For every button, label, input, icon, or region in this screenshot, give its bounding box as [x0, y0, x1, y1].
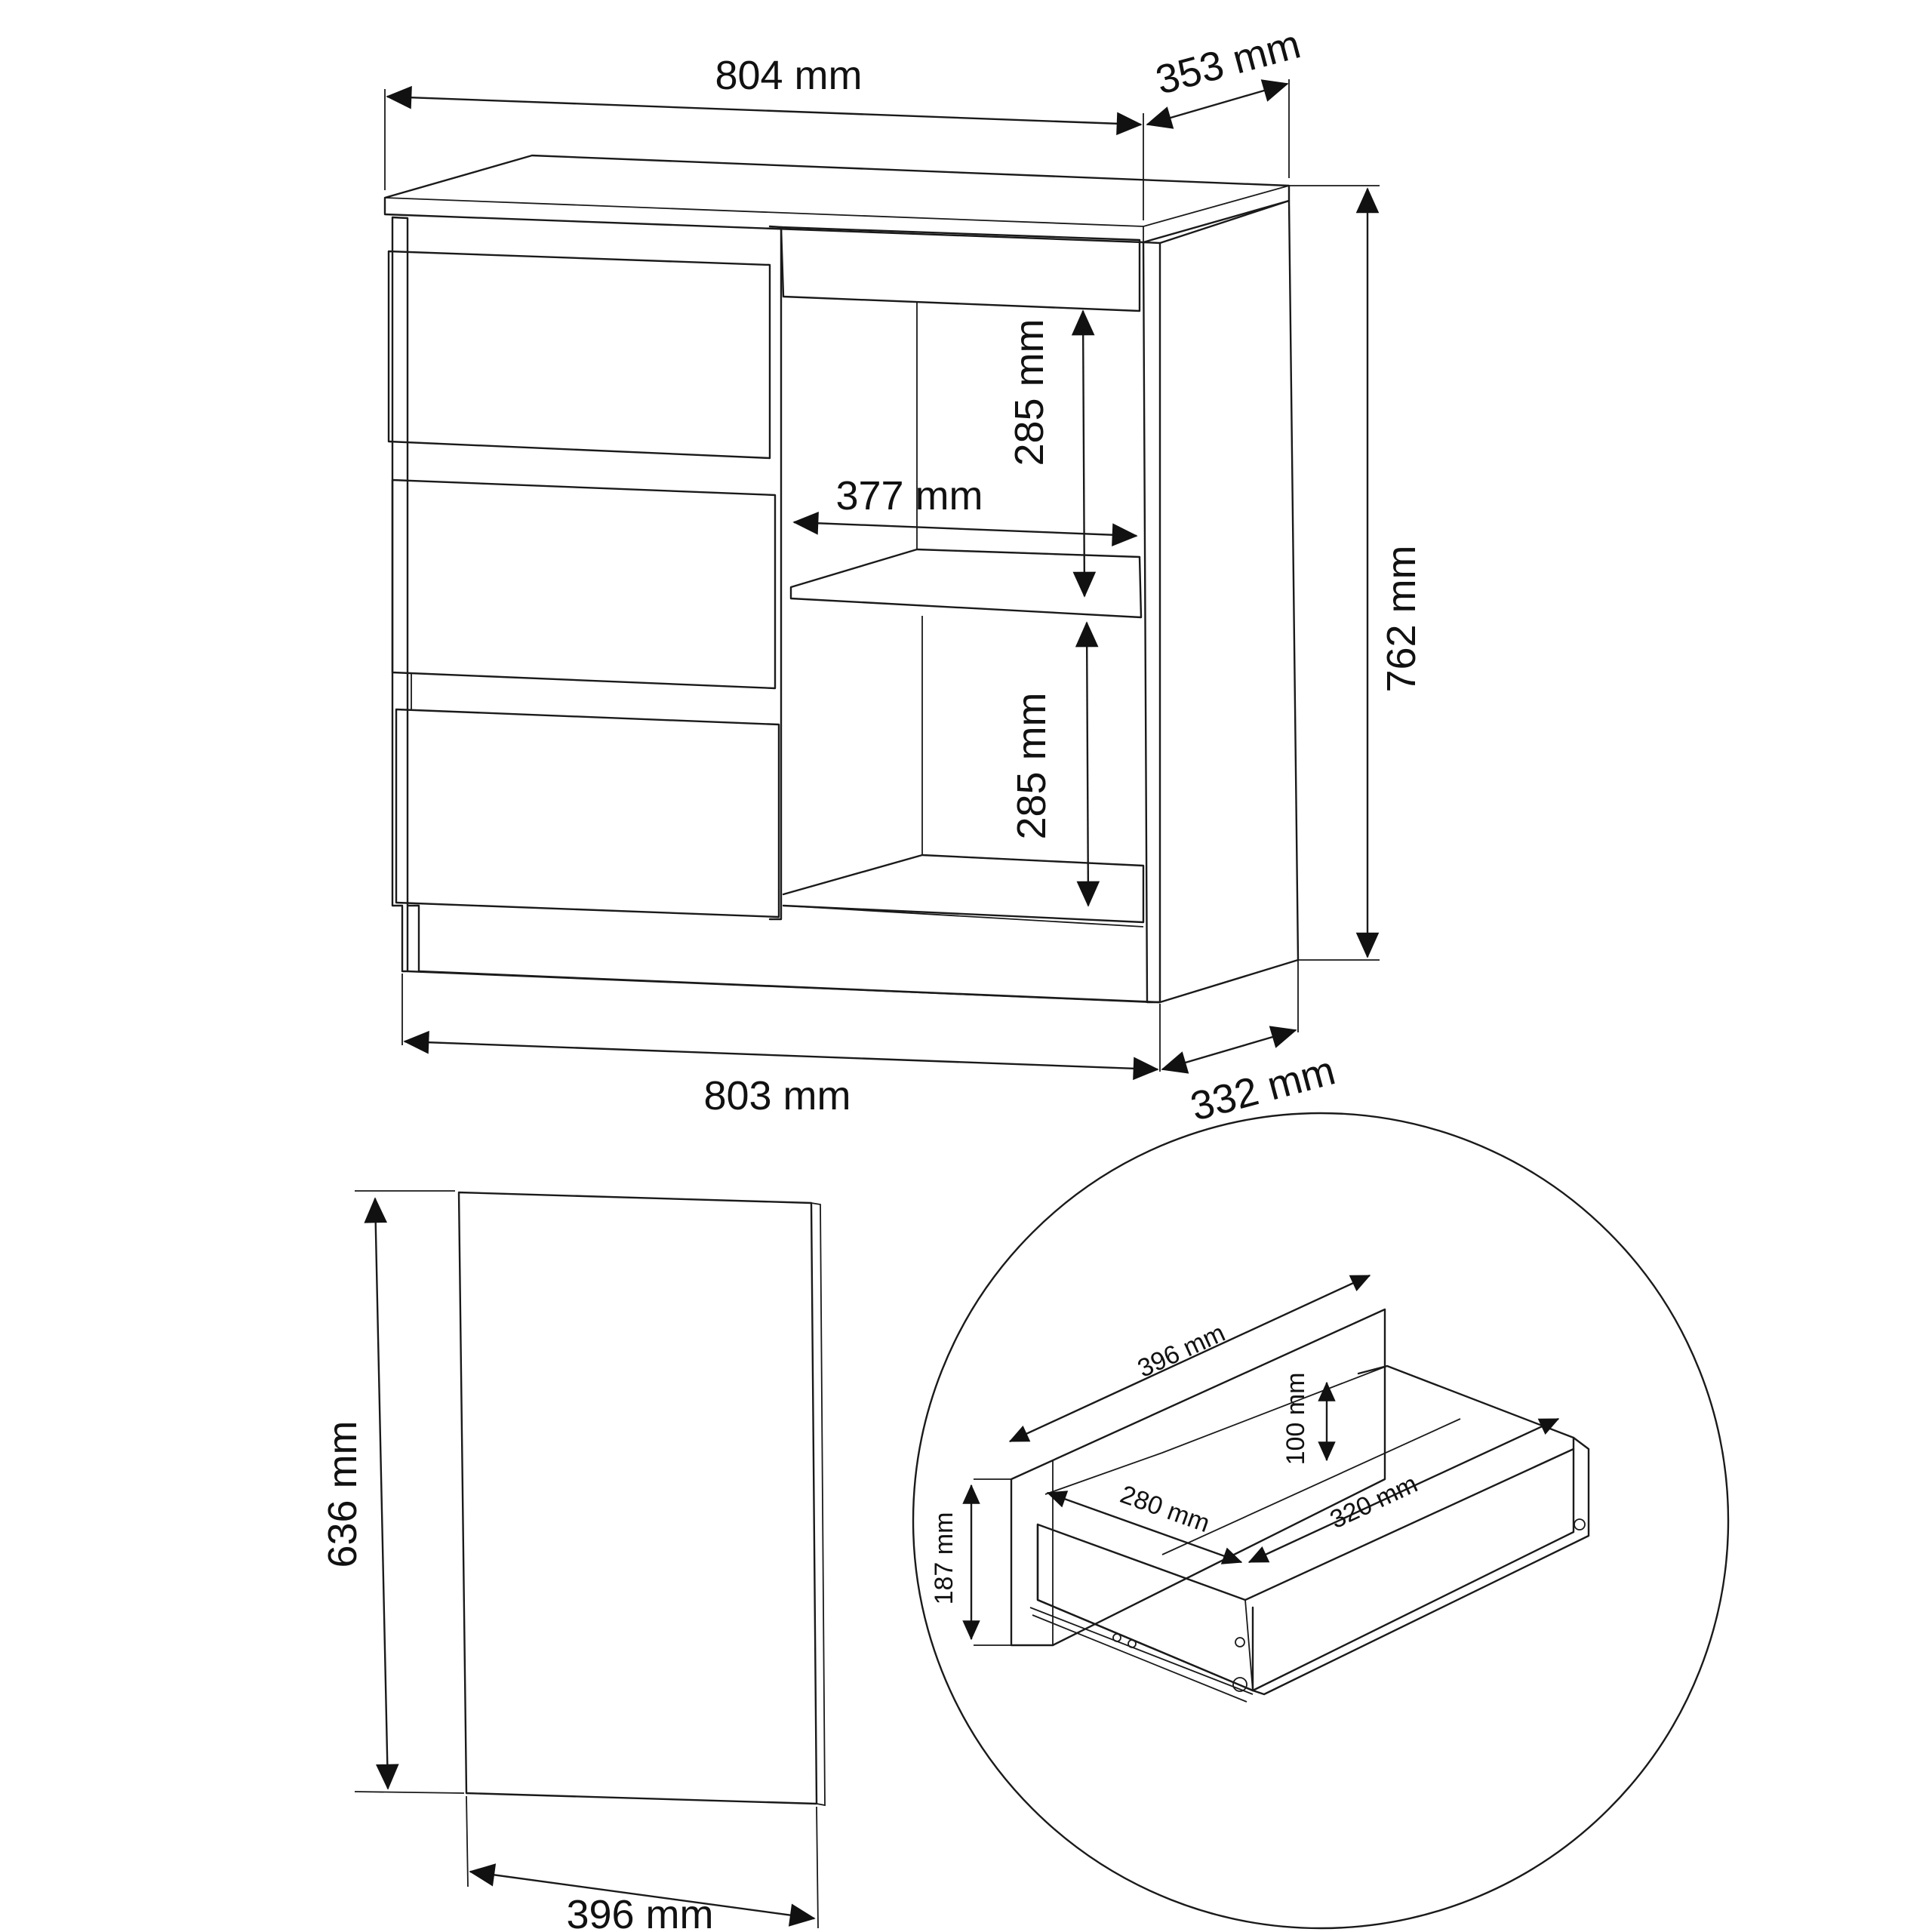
dim-top-width: 804 mm: [384, 53, 1144, 220]
drawer-1: [387, 250, 771, 460]
detail-front-height-label: 187 mm: [930, 1512, 958, 1605]
drawer-detail-drawing: 396 mm 100 mm 280 mm 320 mm 187 mm: [912, 1112, 1730, 1930]
drawer-front-left-ext: [466, 1795, 469, 1887]
runner-wheel-icon: [1232, 1677, 1247, 1692]
cabinet-left-post: [391, 216, 409, 973]
cabinet-shelf: [789, 548, 1143, 619]
cabinet-plinth-top: [418, 906, 1148, 1003]
runner-screw-icon: [1128, 1639, 1137, 1648]
dim-arrow: [792, 511, 1138, 547]
lower-height-label: 285 mm: [1009, 692, 1054, 839]
runner-screw-icon: [1112, 1633, 1121, 1642]
dim-shelf-width: 377 mm: [792, 473, 1138, 547]
bottom-width-label: 803 mm: [703, 1073, 851, 1118]
drawer-front-bottom-ext: [354, 1791, 465, 1794]
dim-arrow: [1075, 621, 1100, 907]
dim-arrow: [1008, 1274, 1371, 1443]
dim-arrow: [403, 1030, 1159, 1081]
compartment-bottom-front: [783, 905, 1144, 928]
detail-drawer-front-face: [1036, 1523, 1254, 1692]
ext-line: [974, 1478, 1011, 1646]
dim-bottom-depth: 332 mm: [1161, 960, 1340, 1130]
dim-arrow: [1146, 79, 1289, 129]
detail-length-label: 396 mm: [1134, 1318, 1229, 1383]
dim-lower-compartment: 285 mm: [1009, 621, 1100, 907]
top-width-label: 804 mm: [715, 53, 862, 98]
detail-drawer-box-side: [1036, 1447, 1575, 1692]
compartment-top-rail: [780, 226, 1141, 312]
drawer-knob-icon: [1235, 1637, 1245, 1647]
upper-height-label: 285 mm: [1007, 318, 1052, 466]
cabinet-top-front-line: [1143, 185, 1290, 242]
cabinet-side-depth: [1158, 199, 1300, 1004]
detail-inner-height-label: 100 mm: [1281, 1373, 1310, 1466]
runner-wheel-icon: [1574, 1518, 1586, 1531]
detail-circle: [912, 1112, 1730, 1930]
shelf-width-label: 377 mm: [835, 473, 983, 518]
drawer-front-right-ext: [816, 1806, 819, 1929]
dim-arrow: [1161, 1026, 1297, 1074]
dim-arrow: [1247, 1417, 1560, 1564]
cabinet-drawing: [383, 154, 1300, 1004]
dim-arrow: [1071, 309, 1097, 598]
cabinet-top-front-line-2: [384, 197, 1144, 227]
dim-arrow: [386, 85, 1143, 136]
dim-arrow: [1046, 1491, 1243, 1564]
drawer-2: [391, 478, 777, 690]
dim-bottom-width: 803 mm: [401, 974, 1161, 1118]
detail-drawer-box-back: [1357, 1364, 1575, 1451]
drawer-front-edge: [811, 1202, 826, 1807]
cabinet-center-divider: [768, 225, 783, 921]
detail-drawer-runner: [1029, 1607, 1254, 1703]
dim-height: 762 mm: [1289, 185, 1424, 961]
drawer-3: [395, 708, 780, 918]
dim-arrow: [469, 1863, 816, 1927]
top-depth-label: 353 mm: [1151, 21, 1305, 103]
detail-drawer-box-right: [1251, 1436, 1590, 1696]
drawer-front-panel: [457, 1191, 818, 1805]
cabinet-plinth: [406, 904, 1161, 1004]
dim-arrow: [364, 1197, 399, 1790]
height-label: 762 mm: [1379, 545, 1424, 692]
drawer-front-width-label: 396 mm: [566, 1892, 713, 1932]
detail-inner-width-label: 280 mm: [1116, 1480, 1213, 1538]
detail-drawer-front: [1010, 1308, 1386, 1647]
compartment-bottom: [782, 854, 1145, 924]
cabinet-right-side: [1142, 241, 1161, 1004]
dim-top-depth: 353 mm: [1146, 21, 1305, 178]
dim-upper-compartment: 285 mm: [1007, 309, 1097, 598]
detail-drawer-box-inner-line: [1244, 1599, 1254, 1691]
drawer-front-height-label: 636 mm: [320, 1420, 365, 1567]
drawer-front-drawing: 636 mm 396 mm: [320, 1190, 826, 1932]
